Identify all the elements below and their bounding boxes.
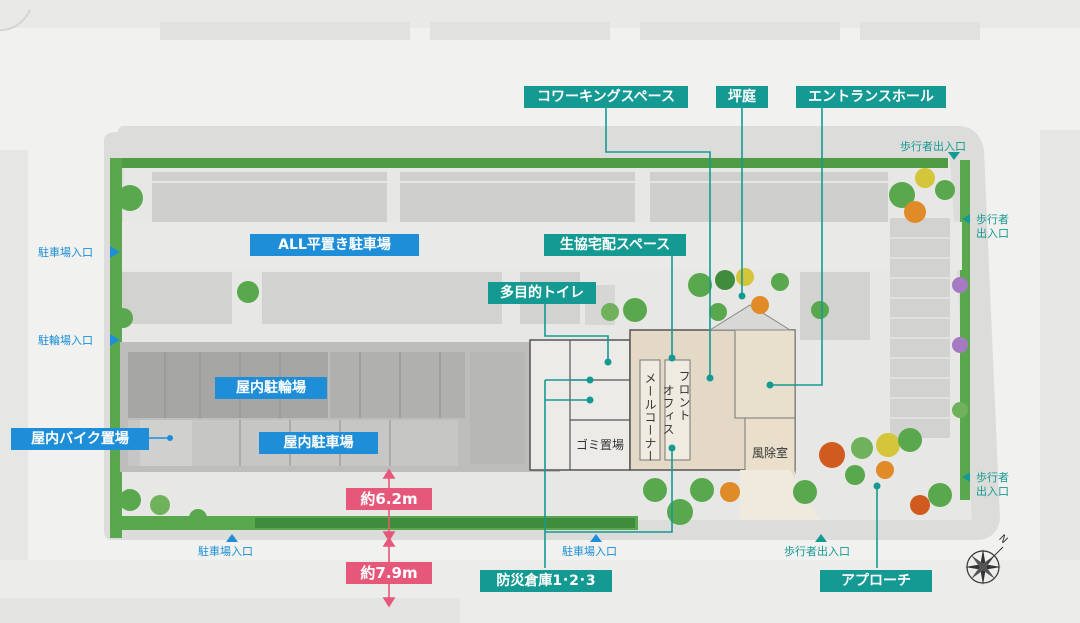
callout-coworking: コワーキングスペース (524, 86, 688, 108)
room-mail-corner: メールコーナー (643, 372, 657, 463)
label-indoor-bicycle: 屋内駐輪場 (215, 377, 327, 399)
compass-icon (965, 546, 1004, 585)
trees (113, 168, 968, 527)
entrance-pedestrian-top-right: 歩行者出入口 (900, 140, 966, 153)
entrance-parking-bottom-center: 駐車場入口 (562, 545, 617, 558)
label-indoor-motorcycle: 屋内バイク置場 (11, 428, 149, 450)
room-front-line2: オフィス (661, 384, 675, 436)
entrance-bicycle-left: 駐輪場入口 (38, 334, 93, 347)
callout-multipurpose-toilet: 多目的トイレ (488, 282, 596, 304)
room-garbage: ゴミ置場 (576, 438, 625, 452)
label-indoor-parking: 屋内駐車場 (259, 432, 378, 454)
entrance-pedestrian-right-2-line1: 歩行者 (976, 471, 1009, 484)
room-front-line1: フロント (677, 370, 691, 422)
callout-tsuboniwa: 坪庭 (716, 86, 768, 108)
callout-approach: アプローチ (820, 570, 932, 592)
entrance-pedestrian-right-1-line2: 出入口 (976, 227, 1009, 240)
callout-disaster-storage: 防災倉庫1･2･3 (480, 570, 612, 592)
entrance-parking-left: 駐車場入口 (38, 246, 93, 259)
callout-entrance-hall: エントランスホール (796, 86, 946, 108)
entrance-pedestrian-bottom: 歩行者出入口 (784, 545, 850, 558)
distance-7-9m: 約7.9m (346, 562, 432, 584)
label-flat-parking: ALL平置き駐車場 (250, 234, 419, 256)
distance-6-2m: 約6.2m (346, 488, 432, 510)
room-windbreak: 風除室 (752, 446, 789, 460)
callout-seikyo-delivery: 生協宅配スペース (544, 234, 686, 256)
entrance-parking-bottom-left: 駐車場入口 (198, 545, 253, 558)
entrance-pedestrian-right-2-line2: 出入口 (976, 485, 1009, 498)
entrance-pedestrian-right-1-line1: 歩行者 (976, 213, 1009, 226)
